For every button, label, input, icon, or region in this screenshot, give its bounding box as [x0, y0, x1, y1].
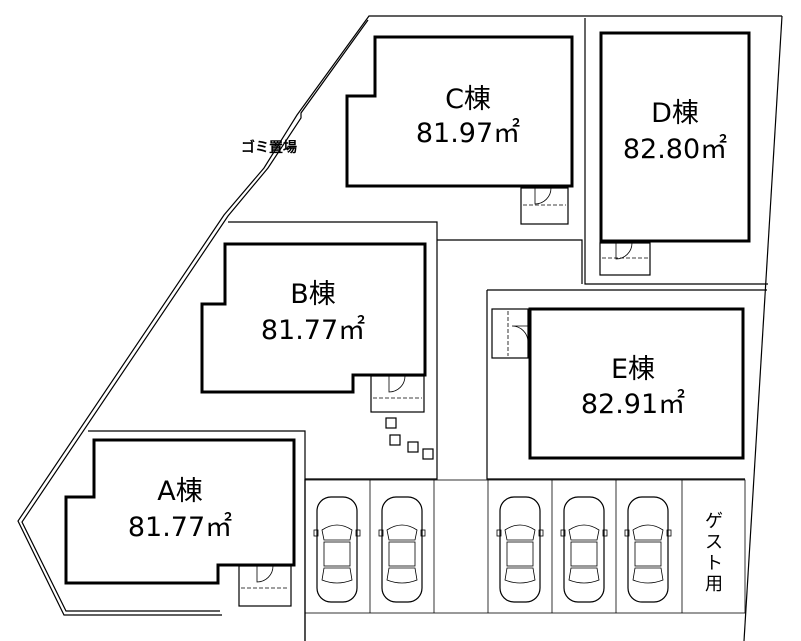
car-icon — [378, 496, 426, 603]
building-d-name: D棟 — [651, 98, 699, 129]
building-e-area: 82.91㎡ — [581, 389, 685, 420]
building-a-name: A棟 — [157, 476, 202, 507]
building-d-area: 82.80㎡ — [623, 134, 727, 165]
guest-char-2: ス — [705, 532, 723, 553]
car-icon — [313, 496, 361, 603]
building-a-area: 81.77㎡ — [128, 512, 232, 543]
building-a: A棟 81.77㎡ — [64, 438, 296, 607]
building-d: D棟 82.80㎡ — [599, 31, 751, 276]
guest-char-3: ト — [705, 553, 723, 574]
guest-parking-label: ゲ ス ト 用 — [705, 511, 723, 595]
building-c: C棟 81.97㎡ — [345, 35, 574, 225]
building-c-area: 81.97㎡ — [416, 118, 520, 149]
garbage-area-label: ゴミ置場 — [241, 139, 297, 156]
guest-char-1: ゲ — [705, 511, 723, 532]
guest-char-4: 用 — [705, 574, 723, 595]
car-icon — [496, 496, 544, 603]
stepping-stones — [385, 417, 434, 460]
building-b-area: 81.77㎡ — [261, 315, 365, 346]
cars — [313, 496, 672, 603]
car-icon — [560, 496, 608, 603]
building-c-name: C棟 — [445, 84, 491, 115]
car-icon — [624, 496, 672, 603]
building-b-name: B棟 — [290, 279, 336, 310]
building-b: B棟 81.77㎡ — [200, 242, 427, 413]
site-boundary — [17, 15, 783, 641]
building-e-name: E棟 — [611, 354, 655, 385]
building-e: E棟 82.91㎡ — [491, 307, 745, 460]
parking-area — [304, 479, 746, 614]
